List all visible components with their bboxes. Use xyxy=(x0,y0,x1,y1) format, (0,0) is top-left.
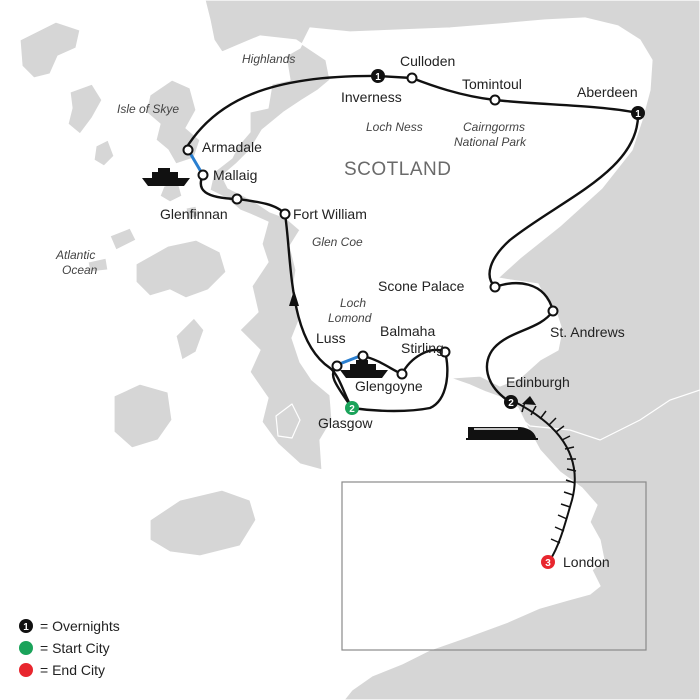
route-aberdeen-scone xyxy=(488,111,640,289)
mainland xyxy=(204,0,700,700)
legend-start-city: = Start City xyxy=(19,640,110,656)
ferry-armadale-mallaig xyxy=(188,151,202,172)
city-label-aberdeen: Aberdeen xyxy=(577,84,638,100)
route-skye-inverness xyxy=(183,74,380,152)
city-label-st-andrews: St. Andrews xyxy=(550,324,625,340)
rail-line xyxy=(514,396,577,561)
region-cairngorms-2: National Park xyxy=(454,135,527,149)
city-dot-culloden xyxy=(406,72,418,84)
ferry-routes xyxy=(188,151,362,365)
city-label-glenfinnan: Glenfinnan xyxy=(160,206,228,222)
marker-london: 3 xyxy=(541,555,555,569)
marker-glasgow: 2 xyxy=(345,401,359,415)
region-glen-coe: Glen Coe xyxy=(312,235,363,249)
legend-overnights: 1 = Overnights xyxy=(19,618,120,634)
ferry-icon xyxy=(340,360,388,378)
city-dot-luss xyxy=(331,360,343,372)
svg-text:= Start City: = Start City xyxy=(40,640,110,656)
city-label-london: London xyxy=(563,554,610,570)
uist xyxy=(67,83,103,135)
legend-end-city: = End City xyxy=(19,662,105,678)
city-dot-armadale xyxy=(182,144,194,156)
svg-text:2: 2 xyxy=(349,404,355,415)
marker-edinburgh: 2 xyxy=(504,395,518,409)
northern-ireland xyxy=(149,489,257,557)
eigg xyxy=(185,205,199,221)
scotland-england-border xyxy=(449,383,700,441)
mull xyxy=(135,239,227,299)
country-label: SCOTLAND xyxy=(344,159,451,180)
coll xyxy=(109,227,137,251)
city-dot-tomintoul xyxy=(489,94,501,106)
marker-aberdeen: 1 xyxy=(631,106,645,120)
route-scone-standrews xyxy=(493,282,555,313)
city-dot-glengoyne xyxy=(396,368,408,380)
city-label-scone-palace: Scone Palace xyxy=(378,278,465,294)
route-standrews-edinburgh xyxy=(485,309,555,404)
city-dot-mallaig xyxy=(197,169,209,181)
region-atlantic-1: Atlantic xyxy=(55,248,95,262)
arran xyxy=(275,403,301,439)
svg-text:2: 2 xyxy=(508,398,514,409)
city-label-glengoyne: Glengoyne xyxy=(355,378,423,394)
train-icon xyxy=(466,427,538,440)
svg-text:= Overnights: = Overnights xyxy=(40,618,120,634)
city-dot-st-andrews xyxy=(547,305,559,317)
tiree xyxy=(87,257,109,273)
city-label-luss: Luss xyxy=(316,330,346,346)
svg-text:3: 3 xyxy=(545,558,551,569)
city-label-armadale: Armadale xyxy=(202,139,262,155)
wales-border xyxy=(423,489,445,626)
city-label-tomintoul: Tomintoul xyxy=(462,76,522,92)
region-highlands: Highlands xyxy=(242,52,295,66)
legend: 1 = Overnights = Start City = End City xyxy=(19,618,120,678)
city-label-inverness: Inverness xyxy=(341,89,402,105)
jura xyxy=(175,317,205,361)
land xyxy=(19,0,700,700)
rail-track xyxy=(514,401,576,561)
rail-ties xyxy=(521,401,577,544)
inset-frame xyxy=(341,481,647,651)
city-dot-glenfinnan xyxy=(231,193,243,205)
region-isle-of-skye: Isle of Skye xyxy=(117,102,179,116)
city-label-stirling: Stirling xyxy=(401,340,444,356)
city-label-mallaig: Mallaig xyxy=(213,167,257,183)
svg-text:= End City: = End City xyxy=(40,662,105,678)
outer-hebrides xyxy=(19,21,81,79)
region-loch-lomond-2: Lomond xyxy=(328,311,372,325)
city-dot-fort-william xyxy=(279,208,291,220)
city-label-balmaha: Balmaha xyxy=(380,323,435,339)
region-atlantic-2: Ocean xyxy=(62,263,98,277)
borders xyxy=(371,383,700,626)
ferry-luss-balmaha xyxy=(340,354,362,365)
ferry-icon xyxy=(142,168,190,186)
rail-arrow xyxy=(522,396,536,405)
marker-inverness: 1 xyxy=(371,69,385,83)
route-fortwilliam-glasgow xyxy=(283,212,354,410)
city-label-glasgow: Glasgow xyxy=(318,415,373,431)
svg-text:1: 1 xyxy=(635,109,641,120)
route-arrow xyxy=(289,290,299,306)
barra xyxy=(93,139,115,167)
svg-text:1: 1 xyxy=(23,622,29,633)
region-loch-ness: Loch Ness xyxy=(366,120,423,134)
city-dot-scone-palace xyxy=(489,281,501,293)
city-label-fort-william: Fort William xyxy=(293,206,367,222)
city-dots xyxy=(182,72,559,380)
svg-text:1: 1 xyxy=(375,72,381,83)
region-loch-lomond-1: Loch xyxy=(340,296,366,310)
city-label-culloden: Culloden xyxy=(400,53,455,69)
wales-coast xyxy=(371,487,431,501)
city-dot-stirling xyxy=(439,346,451,358)
islay xyxy=(113,383,173,449)
city-label-edinburgh: Edinburgh xyxy=(506,374,570,390)
city-dot-balmaha xyxy=(357,350,369,362)
region-cairngorms-1: Cairngorms xyxy=(463,120,525,134)
